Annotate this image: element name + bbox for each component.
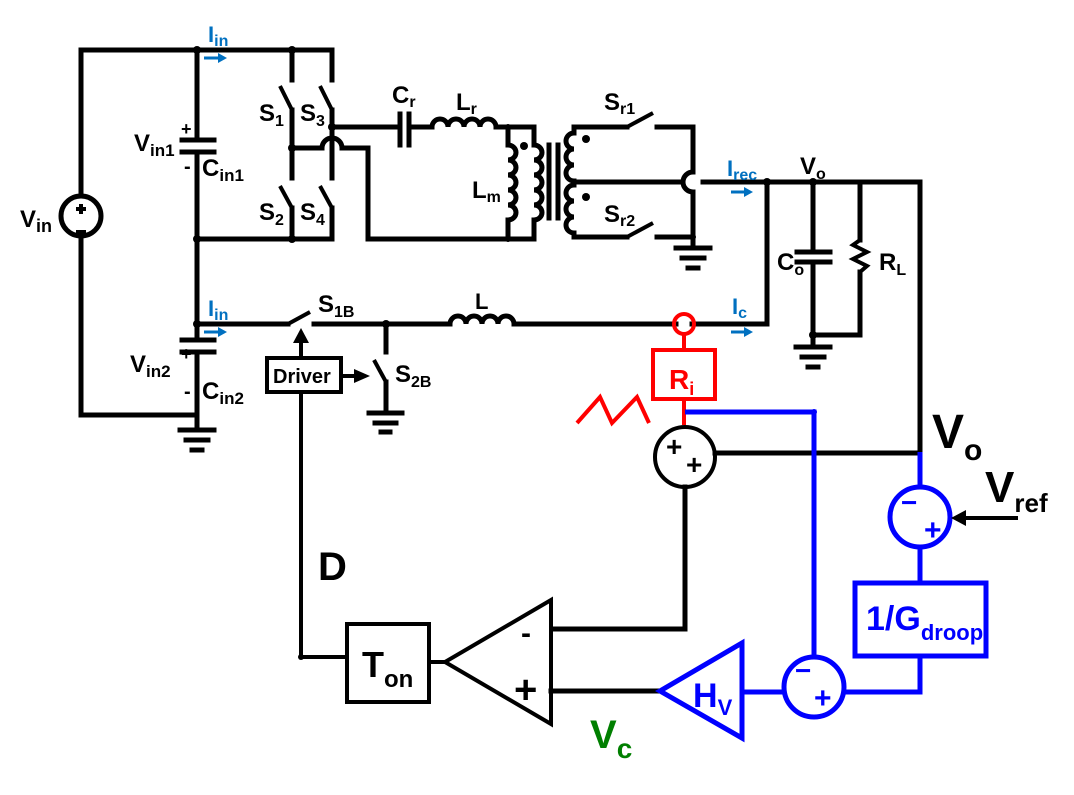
lm-label: Lm [472,177,501,206]
sync-rectifiers: Sr1 Sr2 [604,89,713,271]
hv-label: HV [693,677,733,720]
cin1-label: Cin1 [202,155,244,185]
ground-icon [673,245,713,271]
summer-icon [653,425,717,489]
irec-label: Irec [727,156,757,184]
s1b-switch-icon [287,310,311,326]
vref-arrow-icon [951,510,966,526]
summing-junction: + + [550,425,923,632]
pwm-modulator: - + Ton D Vc [318,545,660,764]
ground-icon [177,427,217,453]
svg-text:+: + [514,668,537,712]
co-label: Co [777,249,804,279]
iin-top-label: Iin [208,22,228,50]
s1b-label: S1B [318,291,354,321]
rl-resistor-icon [848,238,872,274]
sawtooth-ramp-icon [575,393,651,427]
full-bridge: S1 S3 S2 S4 [194,46,511,243]
lr-label: Lr [456,89,477,118]
svg-text:-: - [184,381,191,403]
iin-top-arrow-icon [204,53,227,63]
svg-text:−: − [901,487,917,518]
buck-stage: Iin S1B S2B L Ic Driver [194,289,770,660]
iin-bottom-arrow-icon [204,327,227,337]
vin-source-icon [58,193,104,239]
cin2-label: Cin2 [202,378,244,408]
l-label: L [475,289,488,314]
s4-switch-icon [318,185,334,209]
rl-label: RL [879,249,906,279]
comparator-icon [441,596,553,728]
svg-text:+: + [686,449,702,480]
s4-label: S4 [300,199,325,229]
sr1-label: Sr1 [604,89,635,118]
ri-label: Ri [669,364,694,399]
svg-text:-: - [521,617,531,650]
error-summer-icon [781,654,847,720]
svg-text:+: + [181,119,192,139]
irec-arrow-icon [731,187,753,197]
svg-text:+: + [181,344,192,364]
ground-icon [366,410,405,435]
iin-bottom-label: Iin [208,296,228,324]
svg-text:−: − [795,655,811,686]
transformer-secondary-top-icon [563,130,577,184]
vref-label: Vref [985,463,1048,518]
current-sense: Ri [575,312,717,427]
transformer-primary-icon [531,142,545,223]
s1-switch-icon [278,85,294,111]
voltage-loop: − + HV − + 1/Gdroop Vo Vref [655,406,1048,743]
ic-arrow-icon [731,327,753,337]
lm-inductor-icon [505,142,519,223]
ton-label: Ton [362,644,413,693]
ground-icon [793,344,833,370]
sr1-switch-icon [626,111,654,129]
input-section: Vin [20,47,335,418]
driver-label: Driver [273,366,331,388]
driver-arrow-right-icon [354,369,370,383]
vin1-label: Vin1 [134,130,175,160]
cr-label: Cr [392,82,416,111]
svg-text:+: + [924,514,942,547]
output-section: Irec Vo Co RL [700,153,923,455]
l-inductor-icon [447,313,517,327]
svg-text:+: + [814,682,832,715]
wire-vin-return [78,235,199,418]
sr2-switch-icon [626,221,654,239]
wire-top-rail [78,47,335,198]
driver-arrow-up-icon [293,328,309,343]
svg-text:-: - [184,156,191,178]
s3-switch-icon [318,85,334,111]
vo-loop-label: Vo [932,406,982,467]
gdroop-label: 1/Gdroop [866,600,983,645]
svg-text:+: + [666,431,682,462]
s1-label: S1 [259,100,284,130]
d-label: D [318,545,347,589]
vo-top-label: Vo [800,153,826,183]
lr-inductor-icon [429,116,499,130]
vc-label: Vc [590,713,632,764]
vin-label: Vin [20,206,52,236]
s3-label: S3 [300,100,325,130]
hv-gain-icon [655,638,745,743]
sr2-label: Sr2 [604,201,635,230]
vin2-label: Vin2 [130,351,171,381]
s2-switch-icon [278,185,294,209]
ic-label: Ic [732,294,747,322]
input-capacitors: + - Vin1 Cin1 + - Vin2 Cin2 Iin [130,22,244,453]
s2b-switch-icon [372,359,388,383]
resonant-tank: Cr Lr Lm [392,82,686,242]
s2b-label: S2B [395,361,431,391]
transformer-secondary-bottom-icon [563,182,577,236]
s2-label: S2 [259,199,284,229]
